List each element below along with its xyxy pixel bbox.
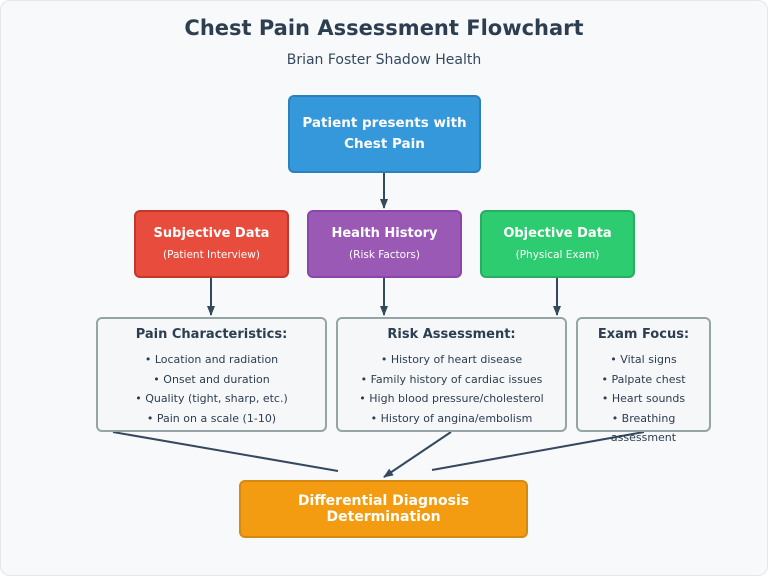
objective-data-title: Objective Data (503, 226, 612, 241)
start-node-line2: Chest Pain (344, 136, 425, 152)
objective-data-subtitle: (Physical Exam) (515, 249, 600, 261)
list-item: • Vital signs (610, 353, 677, 366)
list-item: • Quality (tight, sharp, etc.) (135, 392, 288, 405)
connector-pain-to-diagnosis (112, 431, 339, 472)
subjective-data-subtitle: (Patient Interview) (163, 249, 260, 261)
health-history-subtitle: (Risk Factors) (349, 249, 420, 261)
list-item: • Palpate chest (601, 372, 686, 386)
list-item: • History of angina/embolism (370, 411, 533, 425)
health-history-title: Health History (331, 226, 438, 241)
pain-characteristics-list: • Location and radiation • Onset and dur… (98, 350, 325, 428)
start-node-line1: Patient presents with (302, 115, 467, 131)
differential-diagnosis-node: Differential Diagnosis Determination (239, 480, 528, 538)
pain-characteristics-node: Pain Characteristics: • Location and rad… (96, 317, 327, 432)
diagram-subtitle: Brian Foster Shadow Health (286, 52, 482, 68)
list-item: • Location and radiation (144, 353, 279, 366)
arrow-risk-to-diagnosis (383, 431, 452, 478)
differential-diagnosis-label: Differential Diagnosis Determination (297, 493, 470, 525)
objective-data-node: Objective Data (Physical Exam) (480, 210, 635, 278)
health-history-node: Health History (Risk Factors) (307, 210, 462, 278)
start-node: Patient presents with Chest Pain (288, 95, 481, 173)
subjective-data-node: Subjective Data (Patient Interview) (134, 210, 289, 278)
subjective-data-title: Subjective Data (153, 226, 270, 241)
list-item: • Heart sounds (601, 392, 686, 405)
list-item: • High blood pressure/cholesterol (359, 392, 544, 405)
pain-characteristics-title: Pain Characteristics: (135, 327, 288, 342)
risk-assessment-node: Risk Assessment: • History of heart dise… (336, 317, 567, 432)
list-item: • Breathing assessment (610, 411, 677, 445)
exam-focus-title: Exam Focus: (597, 327, 690, 342)
connector-exam-to-diagnosis (431, 431, 645, 471)
list-item: • History of heart disease (380, 353, 523, 366)
list-item: • Onset and duration (153, 372, 270, 386)
list-item: • Family history of cardiac issues (360, 372, 543, 386)
exam-focus-node: Exam Focus: • Vital signs • Palpate ches… (576, 317, 711, 444)
list-item: • Pain on a scale (1-10) (146, 411, 277, 425)
diagram-title: Chest Pain Assessment Flowchart (184, 16, 584, 40)
risk-assessment-list: • History of heart disease • Family hist… (338, 350, 565, 428)
risk-assessment-title: Risk Assessment: (387, 327, 516, 342)
exam-focus-list: • Vital signs • Palpate chest • Heart so… (578, 350, 709, 448)
